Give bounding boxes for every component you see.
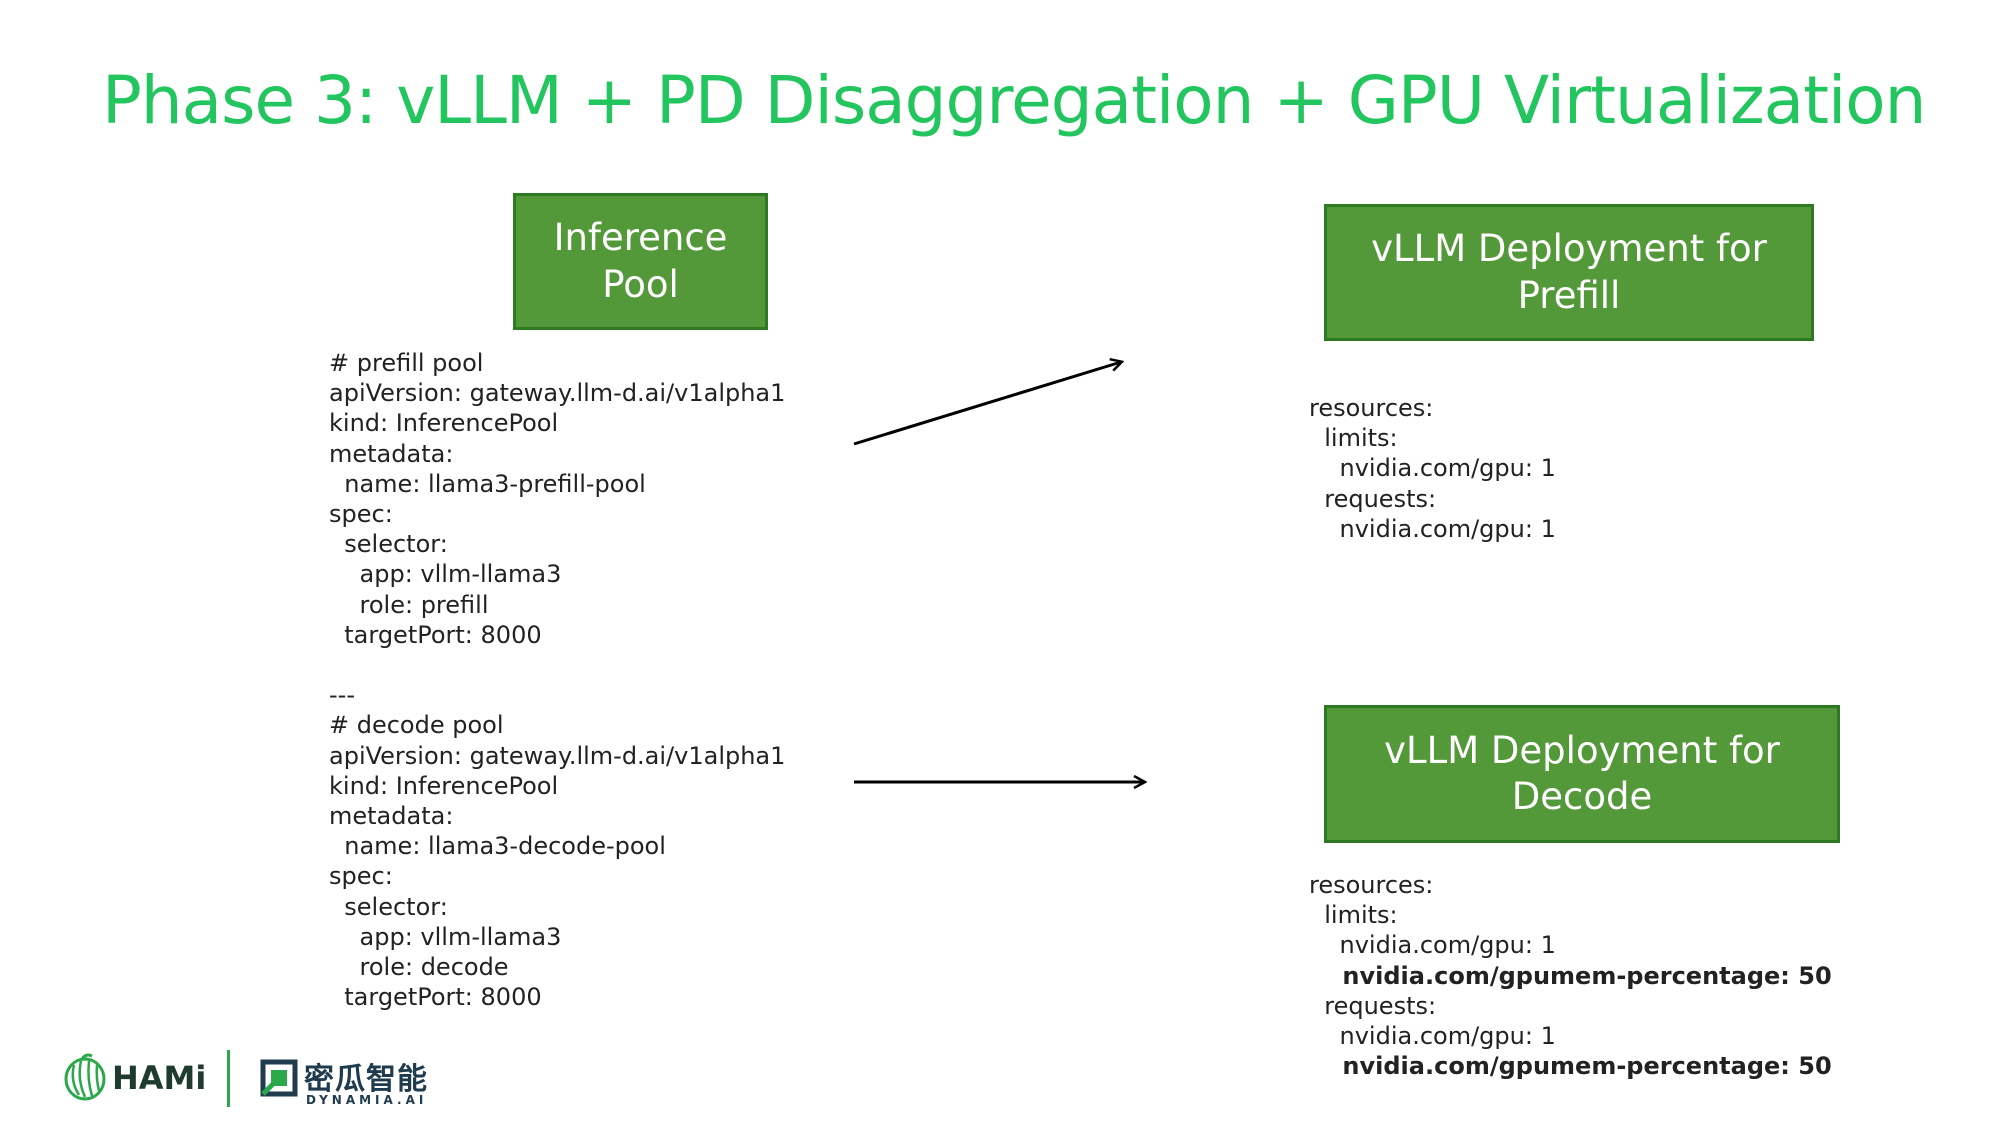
yaml-line: spec: [329,862,393,891]
yaml-line: targetPort: 8000 [329,983,542,1012]
yaml-line: apiVersion: gateway.llm-d.ai/v1alpha1 [329,379,786,408]
yaml-line: apiVersion: gateway.llm-d.ai/v1alpha1 [329,741,786,770]
yaml-line: role: prefill [329,590,489,619]
yaml-line: nvidia.com/gpu: 1 [1309,454,1556,483]
logo-divider [227,1050,230,1107]
footer-logos: HAMi 密瓜智能 DYNAMIA.AI [60,1045,440,1115]
hami-melon-logo-icon [64,1053,106,1101]
yaml-line: spec: [329,500,393,529]
vllm-decode-deployment-box: vLLM Deployment for Decode [1324,705,1840,843]
yaml-line: nvidia.com/gpu: 1 [1309,1022,1556,1051]
vllm-prefill-deployment-box: vLLM Deployment for Prefill [1324,204,1814,341]
yaml-line: # prefill pool [329,349,484,377]
vllm-prefill-deployment-label: vLLM Deployment for Prefill [1371,227,1767,317]
yaml-line: targetPort: 8000 [329,620,542,649]
yaml-line: selector: [329,892,448,921]
yaml-line: metadata: [329,439,454,468]
yaml-line: nvidia.com/gpu: 1 [1309,514,1556,543]
yaml-line: nvidia.com/gpu: 1 [1309,931,1556,960]
yaml-line: kind: InferencePool [329,409,559,438]
yaml-line: requests: [1309,484,1437,513]
yaml-line: app: vllm-llama3 [329,922,562,951]
inference-pool-box: Inference Pool [513,193,768,330]
yaml-line: --- [329,681,355,710]
dynamia-chinese-name: 密瓜智能 [304,1062,428,1097]
hami-logo-text: HAMi [112,1059,207,1097]
yaml-line: name: llama3-prefill-pool [329,469,646,498]
prefill-resources-yaml: resources: limits: nvidia.com/gpu: 1 req… [1309,393,1556,544]
yaml-line: app: vllm-llama3 [329,560,562,589]
vllm-decode-deployment-label: vLLM Deployment for Decode [1384,728,1780,818]
dynamia-english-name: DYNAMIA.AI [306,1093,428,1107]
yaml-line: # decode pool [329,711,504,740]
yaml-line: name: llama3-decode-pool [329,832,666,861]
yaml-line: kind: InferencePool [329,771,559,800]
yaml-line: role: decode [329,953,509,982]
yaml-line: selector: [329,530,448,559]
inference-pool-label: Inference Pool [553,216,728,306]
yaml-line: limits: [1309,424,1398,453]
dynamia-logo-icon [260,1059,298,1097]
decode-resources-yaml: resources: limits: nvidia.com/gpu: 1 nvi… [1309,870,1832,1081]
yaml-line: metadata: [329,802,454,831]
arrow-to-prefill [853,362,1121,446]
yaml-line: nvidia.com/gpumem-percentage: 50 [1309,961,1832,990]
yaml-line: resources: [1309,394,1434,422]
yaml-line: requests: [1309,991,1437,1020]
yaml-line: nvidia.com/gpumem-percentage: 50 [1309,1052,1832,1081]
yaml-line: resources: [1309,871,1434,899]
yaml-line: limits: [1309,901,1398,930]
slide-title: Phase 3: vLLM + PD Disaggregation + GPU … [102,62,1926,139]
